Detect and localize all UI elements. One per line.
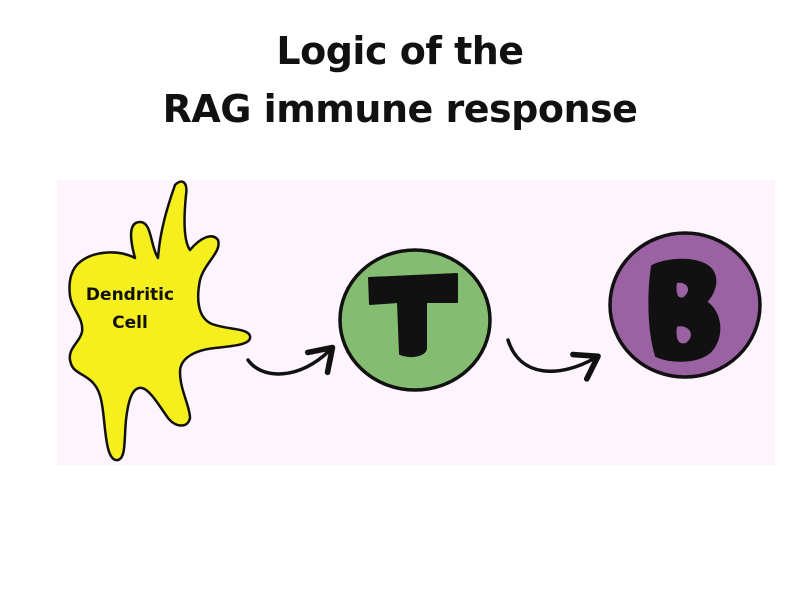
b-letter-icon: [648, 258, 721, 362]
dendritic-cell: Dendritic Cell: [68, 180, 252, 462]
t-cell: [338, 248, 492, 392]
dendritic-cell-shape: [68, 180, 252, 462]
title-line-2: RAG immune response: [162, 87, 638, 131]
dendritic-cell-label-line-2: Cell: [112, 313, 148, 333]
slide-title: Logic of the RAG immune response: [0, 22, 800, 138]
arrow-t-to-b: [506, 338, 601, 382]
b-cell: [608, 231, 762, 379]
dendritic-cell-label-line-1: Dendritic: [86, 285, 174, 305]
title-line-1: Logic of the: [276, 29, 524, 73]
t-letter-icon: [368, 273, 458, 357]
arrow-dendritic-to-t: [246, 344, 336, 376]
